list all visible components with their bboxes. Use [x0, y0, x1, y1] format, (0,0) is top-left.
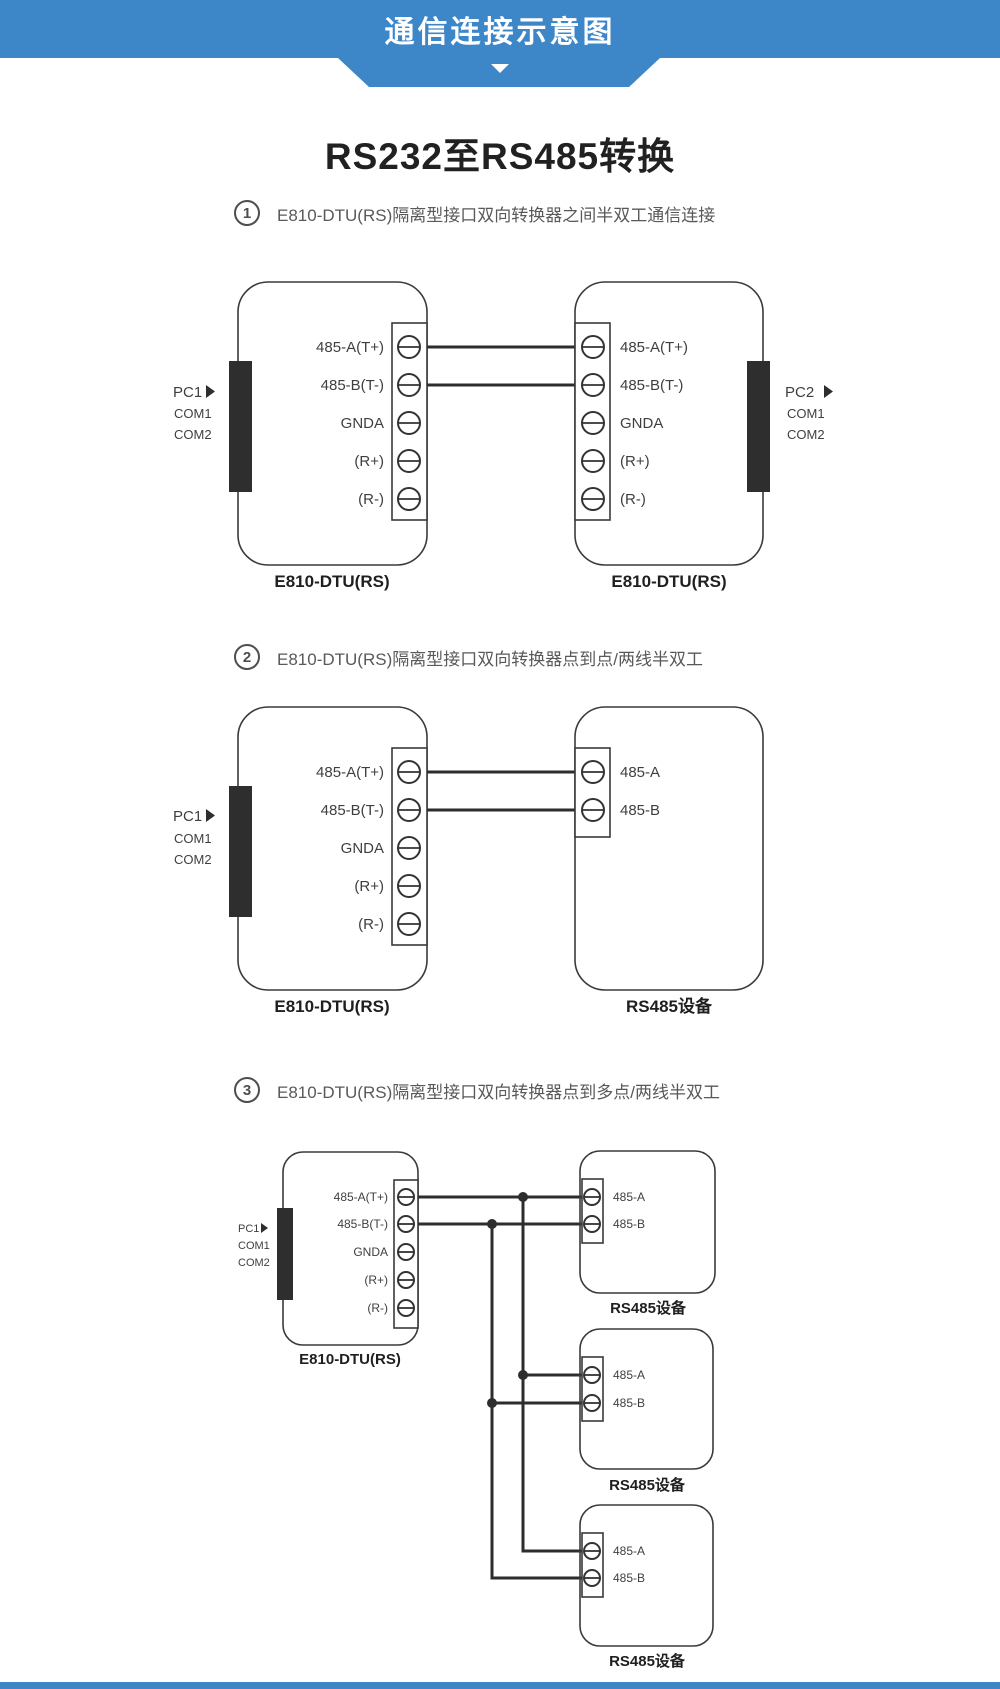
header-banner: 通信连接示意图	[0, 0, 1000, 58]
arrow-right-icon	[206, 809, 215, 822]
com-label: COM2	[174, 427, 212, 442]
device-label: E810-DTU(RS)	[274, 997, 389, 1016]
terminal-label: 485-B	[613, 1571, 645, 1585]
terminal-label: (R-)	[358, 491, 384, 508]
terminal-label: 485-B	[620, 802, 660, 819]
device-label: RS485设备	[610, 1299, 687, 1317]
com-label: COM1	[787, 406, 825, 421]
arrow-right-icon	[824, 385, 833, 398]
serial-port-connector	[747, 361, 770, 492]
serial-port-connector	[229, 786, 252, 917]
rs485-device-body	[579, 1150, 716, 1294]
device-label: RS485设备	[626, 996, 713, 1016]
device-label: RS485设备	[609, 1652, 686, 1670]
section-3-number-badge: 3	[234, 1077, 260, 1103]
terminal-label: 485-B(T-)	[321, 802, 384, 819]
junction-dot	[518, 1192, 528, 1202]
device-label: E810-DTU(RS)	[274, 572, 389, 591]
terminal-label: (R+)	[354, 878, 384, 895]
terminal-label: 485-B	[613, 1217, 645, 1231]
terminal-label: (R+)	[364, 1273, 388, 1287]
chevron-down-icon	[491, 64, 509, 73]
page-title: RS232至RS485转换	[324, 136, 676, 177]
section-3-heading: 3 E810-DTU(RS)隔离型接口双向转换器点到多点/两线半双工	[234, 1077, 720, 1103]
terminal-label: GNDA	[353, 1245, 388, 1259]
terminal-label: 485-A(T+)	[334, 1190, 388, 1204]
com-label: COM1	[238, 1240, 270, 1252]
terminal-label: 485-A	[613, 1368, 645, 1382]
section-2-diagram: 485-A(T+) 485-B(T-) GNDA (R+) (R-) PC1 C…	[173, 706, 764, 1016]
arrow-right-icon	[261, 1223, 268, 1233]
pc-label: PC1	[173, 808, 202, 825]
terminal-label: GNDA	[620, 415, 663, 432]
terminal-label: 485-A(T+)	[620, 339, 688, 356]
terminal-label: 485-B(T-)	[620, 377, 683, 394]
rs485-device-body	[574, 706, 764, 991]
device-label: E810-DTU(RS)	[299, 1351, 401, 1368]
terminal-label: (R-)	[620, 491, 646, 508]
section-1-heading: 1 E810-DTU(RS)隔离型接口双向转换器之间半双工通信连接	[234, 200, 715, 226]
rs485-device-body	[579, 1328, 714, 1470]
section-2-heading-text: E810-DTU(RS)隔离型接口双向转换器点到点/两线半双工	[277, 649, 703, 669]
device-label: RS485设备	[609, 1476, 686, 1494]
terminal-label: 485-A(T+)	[316, 339, 384, 356]
terminal-label: (R+)	[354, 453, 384, 470]
terminal-label: 485-B(T-)	[337, 1217, 388, 1231]
com-label: COM2	[787, 427, 825, 442]
com-label: COM2	[238, 1257, 270, 1269]
banner-title: 通信连接示意图	[384, 16, 616, 49]
section-3-diagram: 485-A(T+) 485-B(T-) GNDA (R+) (R-) PC1 C…	[238, 1150, 716, 1670]
section-1-heading-text: E810-DTU(RS)隔离型接口双向转换器之间半双工通信连接	[277, 205, 716, 225]
section-2-heading: 2 E810-DTU(RS)隔离型接口双向转换器点到点/两线半双工	[234, 644, 703, 670]
com-label: COM1	[174, 831, 212, 846]
footer-accent-bar	[0, 1682, 1000, 1689]
wire-485a-branch	[521, 1197, 582, 1553]
wire-485b-branch	[490, 1224, 582, 1580]
device-label: E810-DTU(RS)	[611, 572, 726, 591]
terminal-label: GNDA	[341, 840, 384, 857]
terminal-label: (R+)	[620, 453, 650, 470]
pc-label: PC1	[173, 384, 202, 401]
junction-dot	[487, 1219, 497, 1229]
terminal-label: 485-B	[613, 1396, 645, 1410]
terminal-label: 485-A	[620, 764, 660, 781]
com-label: COM2	[174, 852, 212, 867]
terminal-label: 485-A(T+)	[316, 764, 384, 781]
serial-port-connector	[277, 1208, 293, 1300]
junction-dot	[518, 1370, 528, 1380]
pc-label: PC2	[785, 384, 814, 401]
arrow-right-icon	[206, 385, 215, 398]
section-1-number-badge: 1	[234, 200, 260, 226]
terminal-label: 485-A	[613, 1190, 645, 1204]
terminal-label: (R-)	[358, 916, 384, 933]
terminal-label: 485-A	[613, 1544, 645, 1558]
terminal-label: 485-B(T-)	[321, 377, 384, 394]
serial-port-connector	[229, 361, 252, 492]
junction-dot	[487, 1398, 497, 1408]
com-label: COM1	[174, 406, 212, 421]
section-2-number-badge: 2	[234, 644, 260, 670]
terminal-label: (R-)	[367, 1301, 388, 1315]
section-1-diagram: 485-A(T+) 485-B(T-) GNDA (R+) (R-) PC1 C…	[173, 281, 833, 591]
pc-label: PC1	[238, 1223, 259, 1235]
terminal-label: GNDA	[341, 415, 384, 432]
section-3-heading-text: E810-DTU(RS)隔离型接口双向转换器点到多点/两线半双工	[277, 1082, 720, 1102]
rs485-device-body	[579, 1504, 714, 1647]
